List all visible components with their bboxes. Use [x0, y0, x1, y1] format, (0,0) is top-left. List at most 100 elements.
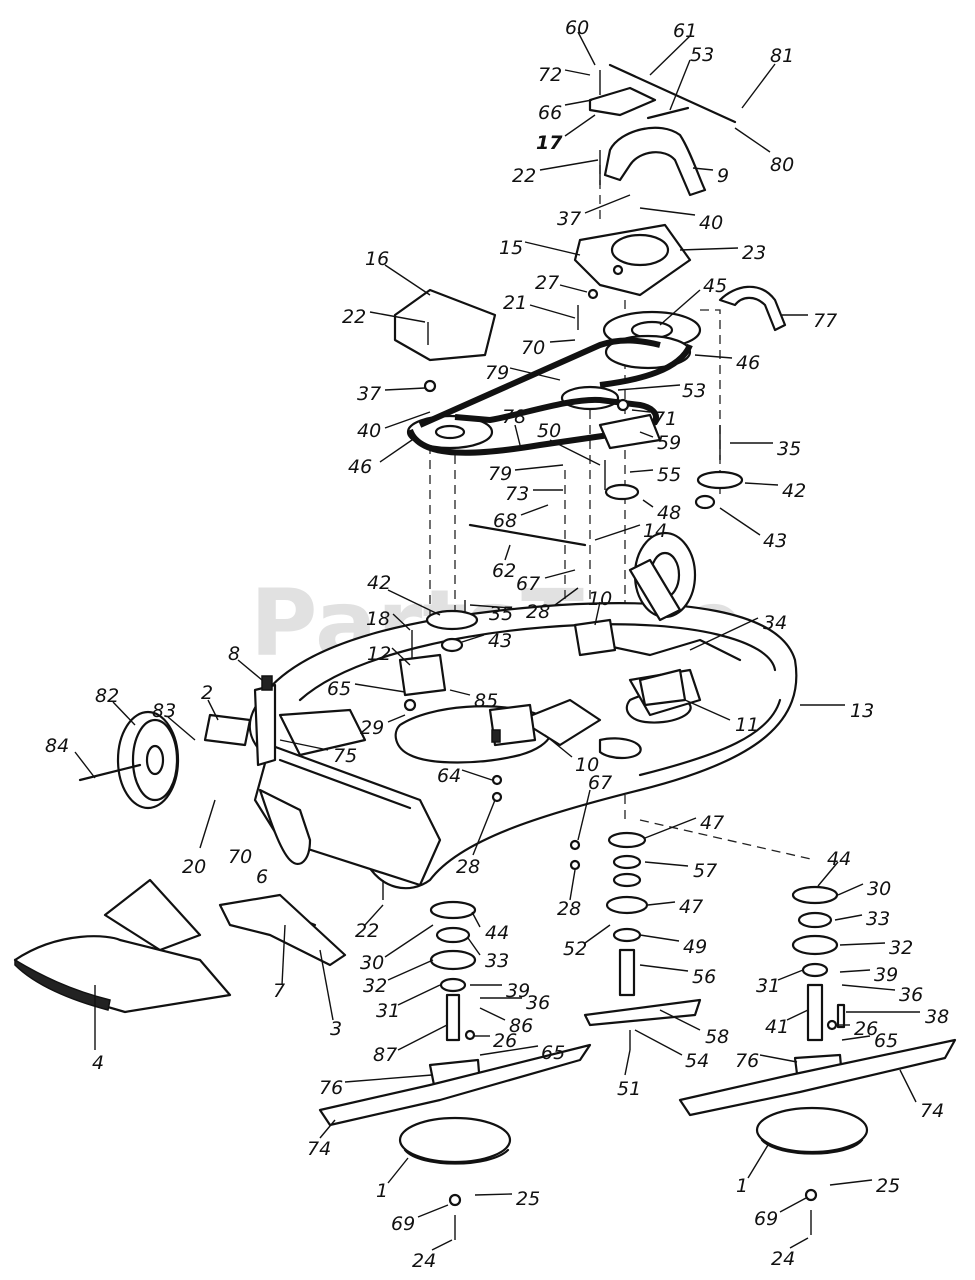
- callout-32: 32: [889, 937, 913, 959]
- callout-15: 15: [499, 237, 523, 259]
- callout-24: 24: [771, 1248, 795, 1270]
- callout-43: 43: [763, 530, 787, 552]
- callout-37: 37: [357, 383, 381, 405]
- callout-32: 32: [363, 975, 387, 997]
- callout-77: 77: [813, 310, 837, 332]
- callout-21: 21: [503, 292, 527, 314]
- callout-31: 31: [376, 1000, 400, 1022]
- callout-76: 76: [319, 1077, 343, 1099]
- callout-84: 84: [45, 735, 69, 757]
- callout-17: 17: [536, 132, 563, 154]
- callout-52: 52: [563, 938, 587, 960]
- callout-1: 1: [376, 1180, 388, 1202]
- callout-76: 76: [735, 1050, 759, 1072]
- callout-74: 74: [920, 1100, 944, 1122]
- callout-45: 45: [703, 275, 727, 297]
- callout-80: 80: [770, 154, 794, 176]
- bracket-3: [218, 893, 347, 967]
- callout-13: 13: [850, 700, 874, 722]
- callout-1: 1: [736, 1175, 748, 1197]
- callout-65: 65: [541, 1042, 565, 1064]
- callout-26: 26: [493, 1030, 517, 1052]
- idler-arm-59: [598, 413, 662, 450]
- callout-2: 2: [201, 682, 213, 704]
- callout-58: 58: [705, 1026, 729, 1048]
- callout-25: 25: [876, 1175, 900, 1197]
- callout-28: 28: [526, 601, 550, 623]
- callout-64: 64: [437, 765, 461, 787]
- callout-11: 11: [735, 714, 759, 736]
- callout-9: 9: [717, 165, 729, 187]
- belt-covers: [393, 86, 787, 362]
- spring-62: [468, 523, 587, 547]
- callout-36: 36: [526, 992, 550, 1014]
- belt-79: [418, 337, 661, 428]
- belt-guide-9: [603, 126, 707, 197]
- callout-22: 22: [355, 920, 379, 942]
- pulley-46-upper: [604, 334, 692, 370]
- callout-70: 70: [521, 337, 545, 359]
- callout-67: 67: [516, 573, 540, 595]
- callout-30: 30: [360, 952, 384, 974]
- callout-25: 25: [516, 1188, 540, 1210]
- callout-24: 24: [412, 1250, 436, 1272]
- deck-front-apron: [253, 743, 442, 887]
- cup-1-right: [755, 1106, 869, 1154]
- callout-44: 44: [827, 848, 851, 870]
- leader-lines: [74, 31, 920, 1251]
- callout-65: 65: [327, 678, 351, 700]
- callout-3: 3: [330, 1018, 342, 1040]
- callout-51: 51: [617, 1078, 641, 1100]
- callout-26: 26: [854, 1018, 878, 1040]
- rod-61: [608, 63, 737, 124]
- callout-41: 41: [765, 1016, 789, 1038]
- callout-78: 78: [502, 406, 526, 428]
- spindle-left: [318, 900, 592, 1165]
- callout-7: 7: [273, 980, 285, 1002]
- callout-14: 14: [643, 520, 667, 542]
- callout-42: 42: [782, 480, 806, 502]
- callout-46: 46: [736, 352, 760, 374]
- callout-67: 67: [588, 772, 612, 794]
- callout-82: 82: [95, 685, 119, 707]
- cover-16: [393, 288, 497, 362]
- callout-74: 74: [307, 1138, 331, 1160]
- callout-61: 61: [673, 20, 697, 42]
- callout-86: 86: [509, 1015, 533, 1037]
- callout-83: 83: [152, 700, 176, 722]
- belt-78: [407, 396, 659, 456]
- callout-44: 44: [485, 922, 509, 944]
- callout-35: 35: [777, 438, 801, 460]
- callout-22: 22: [342, 306, 366, 328]
- callout-27: 27: [535, 272, 559, 294]
- callout-28: 28: [557, 898, 581, 920]
- callout-30: 30: [867, 878, 891, 900]
- callout-39: 39: [874, 964, 898, 986]
- callout-47: 47: [700, 812, 724, 834]
- callout-33: 33: [866, 908, 890, 930]
- callout-75: 75: [333, 745, 357, 767]
- callout-70: 70: [228, 846, 252, 868]
- callout-60: 60: [565, 17, 589, 39]
- spindle-right: [678, 885, 957, 1155]
- blade-58: [583, 998, 702, 1027]
- callout-79: 79: [488, 463, 512, 485]
- callout-43: 43: [488, 630, 512, 652]
- blade-74-right: [678, 1038, 957, 1117]
- callout-23: 23: [742, 242, 766, 264]
- callout-36: 36: [899, 984, 923, 1006]
- callout-87: 87: [373, 1044, 397, 1066]
- callout-69: 69: [754, 1208, 778, 1230]
- callout-22: 22: [512, 165, 536, 187]
- callout-40: 40: [699, 212, 723, 234]
- callout-69: 69: [391, 1213, 415, 1235]
- callout-16: 16: [365, 248, 389, 270]
- callout-28: 28: [456, 856, 480, 878]
- callout-53: 53: [682, 380, 706, 402]
- callout-56: 56: [692, 966, 716, 988]
- callout-49: 49: [683, 936, 707, 958]
- callout-40: 40: [357, 420, 381, 442]
- callout-8: 8: [228, 643, 240, 665]
- callout-31: 31: [756, 975, 780, 997]
